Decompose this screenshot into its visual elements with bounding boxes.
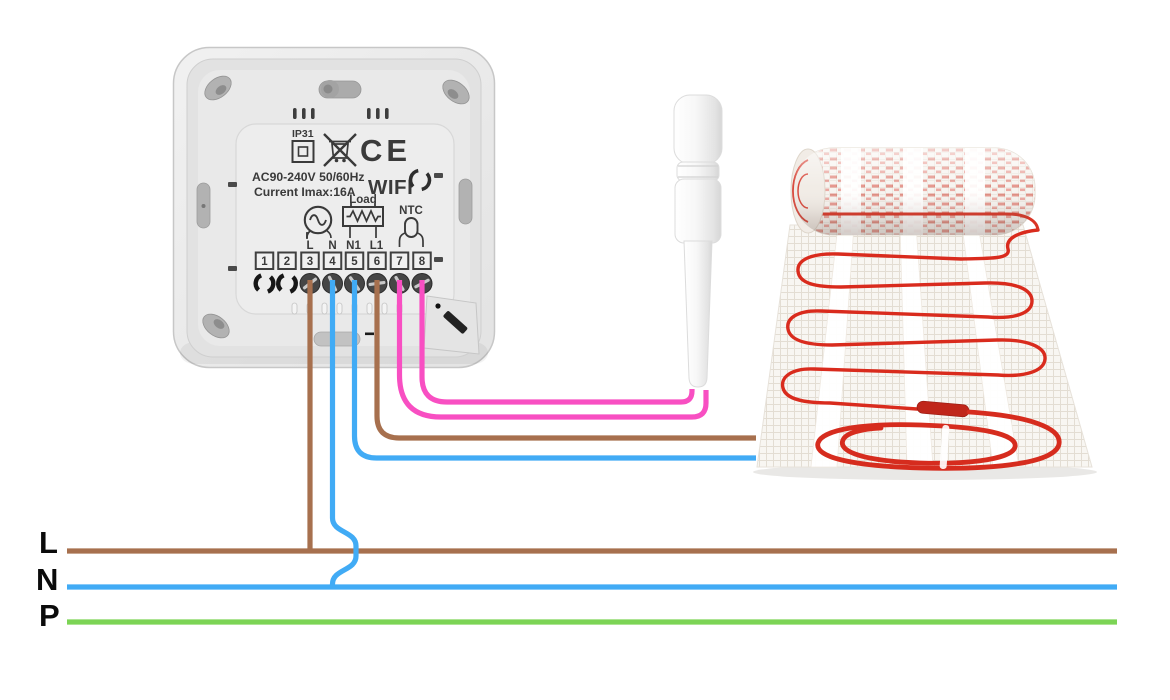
power-supply-icon xyxy=(303,205,333,240)
ce-mark: CE xyxy=(360,133,411,168)
terminal-number-squares: 1 2 3 4 5 6 7 8 xyxy=(254,251,432,270)
mounting-holes xyxy=(196,75,473,347)
probe-neck xyxy=(676,161,720,182)
svg-text:6: 6 xyxy=(374,256,380,268)
ntc-label: NTC xyxy=(399,205,423,217)
weee-crossed-bin-icon xyxy=(323,133,357,167)
ip-rating-label: IP31 xyxy=(292,128,314,140)
wire-mat-live-terminal-6 xyxy=(374,280,756,441)
unused-terminal-knockouts xyxy=(253,272,298,295)
ip-square-icon xyxy=(291,140,315,163)
svg-text:4: 4 xyxy=(329,256,336,268)
svg-text:L1: L1 xyxy=(370,240,384,252)
neutral-line-label: N xyxy=(36,562,59,597)
mat-roll xyxy=(790,147,1040,236)
load-resistor-icon xyxy=(342,202,384,238)
right-side-slot xyxy=(458,178,473,225)
live-line-label: L xyxy=(39,525,58,560)
terminal-letter-labels: L N N1 L1 xyxy=(306,240,383,252)
ntc-sensor-icon xyxy=(398,217,424,247)
heating-cable-serpentine xyxy=(780,228,1047,411)
earth-line-label: P xyxy=(39,598,60,633)
wire-neutral-to-terminal-4 xyxy=(329,280,359,587)
svg-text:3: 3 xyxy=(307,256,313,268)
svg-text:2: 2 xyxy=(284,256,290,268)
thermostat-back-view: IP31 CE AC90-240V 50/60Hz Current Imax:1… xyxy=(172,46,496,369)
cold-tail-cable-coil xyxy=(815,409,1062,471)
svg-text:7: 7 xyxy=(396,256,402,268)
wire-sensor-terminal-8 xyxy=(419,280,695,405)
svg-text:8: 8 xyxy=(419,256,426,268)
probe-cap xyxy=(673,94,723,165)
ntc-floor-sensor-probe xyxy=(673,94,723,388)
svg-text:5: 5 xyxy=(351,256,358,268)
wifi-label: WIFI xyxy=(368,176,413,199)
wire-sensor-terminal-7 xyxy=(396,280,709,420)
rotate-arrows-icon xyxy=(408,168,432,192)
spec-current: Current Imax:16A xyxy=(254,185,356,199)
mat-shadow xyxy=(753,464,1097,480)
svg-text:L: L xyxy=(306,240,313,252)
spec-voltage: AC90-240V 50/60Hz xyxy=(252,170,364,184)
bottom-slot xyxy=(313,331,361,347)
probe-tube xyxy=(683,240,713,388)
svg-text:N1: N1 xyxy=(346,240,361,252)
probe-body xyxy=(674,178,722,244)
wire-clip xyxy=(423,295,480,355)
heating-mat xyxy=(753,147,1097,480)
plate-side-ticks xyxy=(228,173,443,271)
svg-text:1: 1 xyxy=(261,256,268,268)
cable-tie xyxy=(939,425,950,470)
top-vents xyxy=(293,108,389,119)
wire-mat-neutral-terminal-5 xyxy=(351,280,756,461)
load-label: Load xyxy=(349,194,376,206)
svg-text:N: N xyxy=(328,240,336,252)
